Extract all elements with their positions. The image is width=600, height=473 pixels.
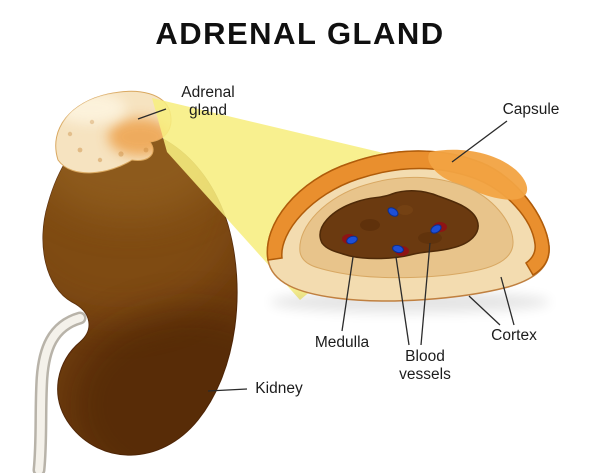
medulla-label: Medulla bbox=[314, 334, 370, 351]
diagram-title: ADRENAL GLAND bbox=[155, 16, 445, 51]
capsule-band bbox=[266, 150, 550, 277]
leader-kidney bbox=[207, 388, 248, 392]
leader-cortex-2 bbox=[500, 276, 515, 326]
ureter-tube bbox=[35, 314, 84, 473]
leader-blood-vessel-2 bbox=[420, 242, 431, 346]
medulla-texture-spot bbox=[360, 219, 380, 231]
cortex-label: Cortex bbox=[491, 327, 537, 344]
blood-vessel-blue bbox=[430, 224, 442, 234]
leader-capsule bbox=[451, 120, 508, 163]
medulla-texture-spot bbox=[418, 232, 442, 244]
medulla-texture-spot bbox=[397, 205, 413, 215]
leader-blood-vessel-1 bbox=[395, 256, 410, 346]
leader-lines bbox=[137, 108, 515, 392]
blood-vessels-label: Blood vessels bbox=[399, 348, 451, 383]
blood-vessel-blue bbox=[387, 207, 399, 217]
capsule-label: Capsule bbox=[502, 101, 560, 118]
blood-vessel-blue bbox=[346, 235, 358, 245]
blood-vessel-blue bbox=[392, 244, 404, 254]
kidney-label: Kidney bbox=[255, 380, 303, 397]
leader-adrenal-gland bbox=[137, 108, 167, 120]
adrenal-gland-label: Adrenal gland bbox=[181, 84, 235, 119]
capsule-bulge bbox=[428, 149, 528, 200]
leader-cortex-1 bbox=[468, 295, 501, 326]
blood-vessels-group bbox=[342, 207, 447, 256]
leader-medulla bbox=[341, 256, 354, 332]
